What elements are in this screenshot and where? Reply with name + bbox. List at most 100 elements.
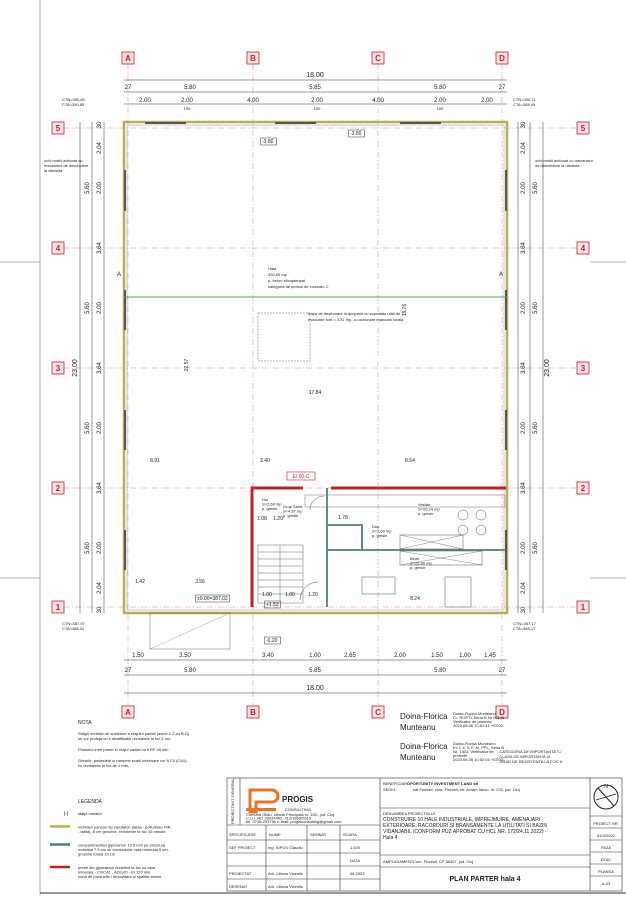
axis-label: 4 — [581, 244, 586, 253]
dim-bottom-opening: 1.50 — [431, 653, 443, 659]
signature-detail: Verificator de proiecte — [453, 719, 492, 724]
signer-name: Munteanu — [400, 723, 436, 732]
axis-bubble-A: A — [121, 705, 135, 719]
legend-text: - tabla), 8 cm grosime, rezistente la fo… — [78, 829, 166, 834]
level-cta: CTA=388,93 — [513, 102, 536, 107]
legend-item: |-|stalpi metalici — [64, 811, 102, 817]
dim-sub: 100 — [437, 106, 444, 111]
dim-interior: 1.00 — [285, 592, 295, 598]
smoke-vent-note: trapa de desfumare in acoperis cu supraf… — [308, 311, 401, 316]
room-floor: p. gresie — [262, 506, 278, 511]
table-cell: 08.2023 — [350, 871, 365, 876]
company-info: tel. 0745-293799 e-mail: progisconsultin… — [246, 819, 342, 824]
dim-side-bay-right: 5.60 — [533, 542, 539, 554]
axis-bubble-3: 3 — [576, 361, 590, 375]
table-header: SPECIFICATIE — [229, 832, 256, 837]
dim-overall-height-right: 23.00 — [544, 359, 551, 377]
axis-bubble-3: 3 — [51, 361, 65, 375]
dim-overall-width: 18.00 — [306, 72, 324, 79]
dim-side-detail-right: 3.64 — [521, 362, 527, 374]
dim-interior: 2.40 — [260, 458, 270, 464]
signature-detail: proiecte — [453, 753, 468, 758]
hall-label: p. beton elicopterizat — [268, 278, 306, 283]
project-name: VIDANJABIL (CONFORM PUZ APROBAT CU HCL N… — [383, 829, 547, 835]
room-name: Vestiar — [418, 502, 431, 507]
note-line: Planseul intre parter si etajul partial … — [78, 747, 168, 752]
signature-detail: Nr. 1303, Verificator de — [453, 749, 494, 754]
room-name: Dus — [372, 524, 379, 529]
dim-side-detail-right: 2.00 — [521, 422, 527, 434]
elevation-mark: -3.80 — [348, 129, 365, 138]
legend-item: pereti din gipscarton rezistent la foc c… — [50, 865, 162, 879]
dim-side-detail-right: 2.04 — [521, 142, 527, 154]
section-mark: A — [499, 272, 503, 278]
axis-label: D — [499, 54, 505, 63]
axis-bubble-B: B — [246, 705, 260, 719]
note-line: Stalpii metalici de sustinere a etajului… — [78, 731, 190, 736]
axis-label: A — [125, 708, 131, 717]
window-note-left: mecanism de deschidere — [44, 163, 89, 168]
sediu: sat Floresti, com. Floresti, str. Avram … — [413, 787, 520, 792]
room-area: S=25,90 mp — [410, 561, 432, 566]
elevation-mark: +1.53 — [264, 600, 281, 609]
axis-bubble-1: 1 — [576, 600, 590, 614]
dim-bottom-bay: 27 — [499, 668, 506, 674]
section-mark: A — [117, 272, 121, 278]
project-name: CONSTRUIRE 10 HALE INDUSTRIALE, IMPREJMU… — [383, 817, 540, 823]
axis-bubble-C: C — [371, 51, 385, 65]
table-cell: SEF PROIECT — [229, 845, 256, 850]
table-cell: DATA — [350, 858, 360, 863]
legend-text: inchideri panouri tip sandwich (tabla - … — [78, 825, 171, 830]
note-line: Grinzile, podestele si rampele scarii in… — [78, 758, 187, 763]
project-label: DENUMIREA PROIECTULUI — [383, 811, 435, 816]
axis-label: 5 — [56, 124, 61, 133]
fire-door-rating: EI 60-C — [293, 474, 310, 480]
axis-label: 1 — [581, 603, 586, 612]
dim-bottom-opening: 2.00 — [394, 653, 406, 659]
legend-text: grosime totala 10 cm — [78, 852, 116, 857]
dim-top-opening: 2.00 — [139, 98, 151, 104]
signature-detail: Doina-Florica Munteanu — [453, 711, 496, 716]
dim-top-opening: 2.00 — [481, 98, 493, 104]
room-area: S=4,37 mp — [283, 509, 303, 514]
dim-interior: 17.84 — [309, 390, 322, 396]
north-label: N — [604, 784, 608, 790]
axis-bubble-2: 2 — [576, 481, 590, 495]
signer-name: Doina-Florica — [400, 742, 448, 751]
dim-side-bay-right: 5.60 — [533, 422, 539, 434]
dim-bottom-bay: 5.80 — [434, 668, 446, 674]
axis-label: 1 — [56, 603, 61, 612]
dim-top-opening: 4.00 — [247, 98, 259, 104]
axis-label: C — [375, 54, 381, 63]
room-floor: p. gresie — [410, 565, 426, 570]
dim-side-detail: 2.00 — [97, 302, 103, 314]
room-floor: p. gresie — [418, 511, 434, 516]
axis-label: 5 — [581, 124, 586, 133]
dim-side-detail: 3.64 — [97, 482, 103, 494]
beneficiar-label: BENEFICIAR: — [383, 781, 408, 786]
dim-interior: 8.54 — [405, 458, 415, 464]
axis-bubble-D: D — [495, 51, 509, 65]
axis-label: 2 — [581, 484, 586, 493]
dim-top-opening: 2.00 — [434, 98, 446, 104]
info-plansa-label: PLANSA — [598, 869, 614, 874]
axis-label: 3 — [581, 364, 586, 373]
dim-side-detail: 30 — [97, 606, 103, 613]
elevation-mark: -0.20 — [264, 636, 281, 645]
info-faza: DTAC — [601, 857, 612, 862]
info-proiect-nr-label: PROIECT NR. — [593, 821, 619, 826]
dim-overall-width-bottom: 18.00 — [306, 685, 324, 692]
fire-door-tag: EI 60-C — [286, 471, 316, 481]
dim-interior: 15.76 — [402, 304, 408, 317]
signer-name: Doina-Florica — [400, 712, 448, 721]
signer-name: Munteanu — [400, 753, 436, 762]
dim-side-detail: 2.00 — [97, 542, 103, 554]
dim-top-bay: 5.85 — [309, 85, 321, 91]
dimension-lines — [79, 79, 544, 694]
